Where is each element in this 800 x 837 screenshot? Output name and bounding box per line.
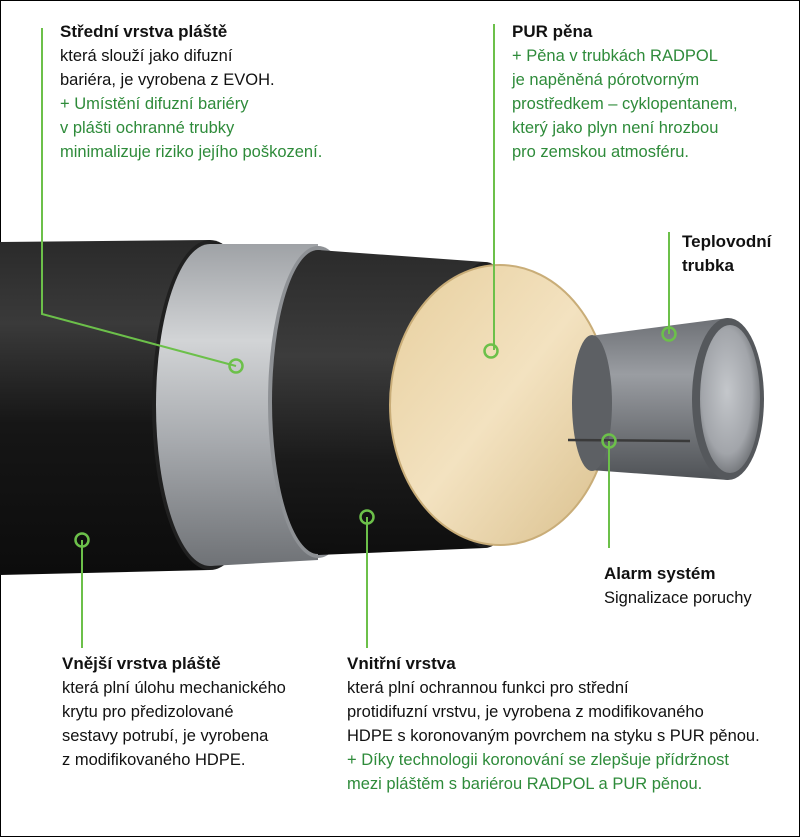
label-inner-layer-benefit: mezi pláštěm s bariérou RADPOL a PUR pěn… (347, 775, 703, 793)
label-middle-layer-line: která slouží jako difuzní (60, 47, 233, 65)
label-outer-layer-line: která plní úlohu mechanického (62, 679, 286, 697)
marker-pur-foam (483, 343, 499, 359)
marker-inner-layer (359, 509, 375, 525)
label-pur-foam-benefit: je napěněná pórotvorným (512, 71, 700, 89)
label-alarm-line: Signalizace poruchy (604, 589, 752, 607)
label-inner-layer-benefit: + Díky technologii koronování se zlepšuj… (347, 751, 729, 769)
label-heating-pipe-title: trubka (682, 256, 734, 275)
label-outer-layer: Vnější vrstva pláště která plní úlohu me… (62, 652, 286, 772)
label-outer-layer-line: z modifikovaného HDPE. (62, 751, 246, 769)
label-outer-layer-line: sestavy potrubí, je vyrobena (62, 727, 269, 745)
label-pur-foam-benefit: + Pěna v trubkách RADPOL (512, 47, 718, 65)
steel-carrier-pipe (572, 318, 764, 480)
alarm-wire (567, 438, 691, 443)
label-pur-foam: PUR pěna + Pěna v trubkách RADPOL je nap… (512, 20, 738, 164)
label-pur-foam-benefit: pro zemskou atmosféru. (512, 143, 689, 161)
label-inner-layer: Vnitřní vrstva která plní ochrannou funk… (347, 652, 760, 796)
label-middle-layer-benefit: + Umístění difuzní bariéry (60, 95, 249, 113)
label-outer-layer-line: krytu pro předizolované (62, 703, 234, 721)
label-middle-layer-line: bariéra, je vyrobena z EVOH. (60, 71, 275, 89)
label-heating-pipe: Teplovodní trubka (682, 230, 771, 278)
label-pur-foam-title: PUR pěna (512, 22, 593, 41)
marker-middle-layer (228, 358, 244, 374)
label-alarm-title: Alarm systém (604, 564, 716, 583)
label-outer-layer-title: Vnější vrstva pláště (62, 654, 221, 673)
label-pur-foam-benefit: prostředkem – cyklopentanem, (512, 95, 738, 113)
label-middle-layer-benefit: v plášti ochranné trubky (60, 119, 235, 137)
label-alarm: Alarm systém Signalizace poruchy (604, 562, 752, 610)
label-middle-layer-title: Střední vrstva pláště (60, 22, 228, 41)
label-inner-layer-line: HDPE s koronovaným povrchem na styku s P… (347, 727, 760, 745)
callout-line-middle-layer (41, 28, 237, 367)
label-inner-layer-line: protidifuzní vrstvu, je vyrobena z modif… (347, 703, 704, 721)
marker-heating-pipe (661, 326, 677, 342)
label-middle-layer: Střední vrstva pláště která slouží jako … (60, 20, 322, 164)
label-heating-pipe-title: Teplovodní (682, 232, 772, 251)
label-middle-layer-benefit: minimalizuje riziko jejího poškození. (60, 143, 323, 161)
marker-outer-layer (74, 532, 90, 548)
marker-alarm (601, 433, 617, 449)
label-pur-foam-benefit: který jako plyn není hrozbou (512, 119, 719, 137)
label-inner-layer-title: Vnitřní vrstva (347, 654, 456, 673)
label-inner-layer-line: která plní ochrannou funkci pro střední (347, 679, 629, 697)
